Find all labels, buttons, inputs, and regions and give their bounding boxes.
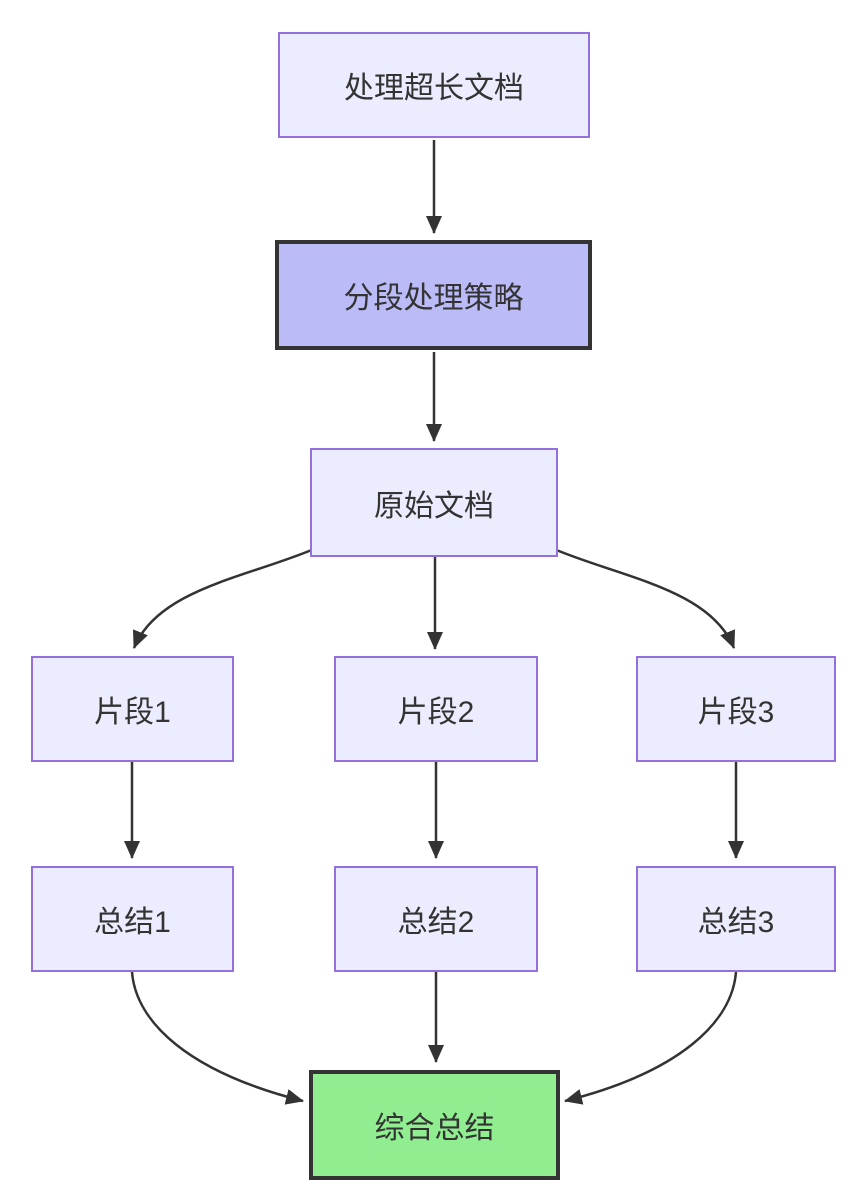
node-segmentation-strategy: 分段处理策略 bbox=[275, 240, 592, 350]
node-summary-3: 总结3 bbox=[636, 866, 836, 972]
node-fragment-1: 片段1 bbox=[31, 656, 234, 762]
edge-e3-to-f bbox=[564, 971, 738, 1105]
node-summary-1: 总结1 bbox=[31, 866, 234, 972]
node-final-summary: 综合总结 bbox=[309, 1070, 560, 1180]
node-process-long-document: 处理超长文档 bbox=[278, 32, 590, 138]
edge-c-to-d1 bbox=[132, 547, 315, 649]
edge-c-to-d3 bbox=[553, 547, 736, 649]
edge-e1-to-f bbox=[130, 971, 304, 1105]
node-summary-2: 总结2 bbox=[334, 866, 538, 972]
node-fragment-3: 片段3 bbox=[636, 656, 836, 762]
node-original-document: 原始文档 bbox=[310, 448, 558, 557]
node-fragment-2: 片段2 bbox=[334, 656, 538, 762]
